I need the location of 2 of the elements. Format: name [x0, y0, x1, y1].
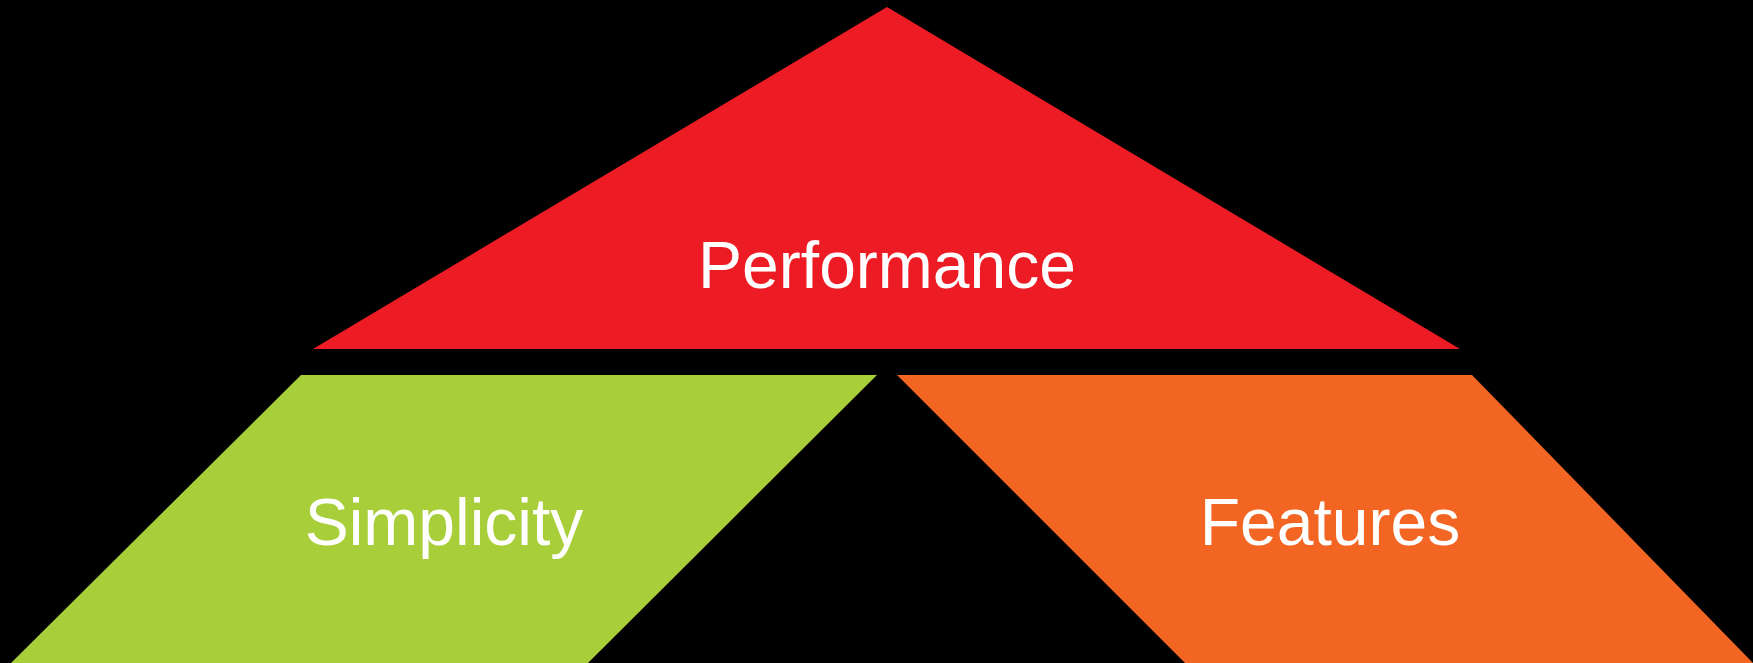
shape-label: Performance — [698, 232, 1076, 298]
shape-label: Features — [1199, 489, 1461, 555]
